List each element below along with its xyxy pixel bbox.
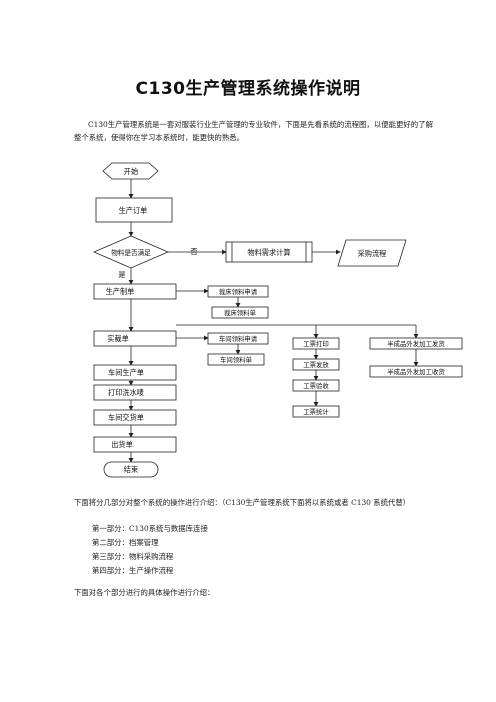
cut-request-box [207, 285, 269, 298]
print-wash-box [93, 384, 177, 401]
ticket-issue-box [292, 358, 340, 371]
material-calc-box [225, 241, 313, 263]
shipment-label: 出货单 [111, 440, 133, 449]
actual-cut-box [93, 330, 177, 347]
workshop-delivery-box [93, 409, 177, 426]
part-item: 第二部分：档案管理 [92, 538, 159, 547]
workshop-issue-box [207, 353, 265, 366]
ticket-stats-box [292, 405, 340, 418]
page-title: C130生产管理系统操作说明 [135, 79, 361, 99]
ticket-receive-label: 工票验收 [303, 381, 329, 390]
semi-send-box [369, 337, 463, 350]
order-box [95, 197, 173, 223]
shipment-box [93, 436, 177, 453]
ticket-receive-box [292, 379, 340, 392]
decision-label: 物料是否满足 [111, 248, 151, 257]
semi-receive-box [369, 365, 463, 378]
workshop-issue-label: 车间领料单 [220, 355, 253, 364]
workshop-request-box [207, 332, 269, 345]
ticket-stats-label: 工票统计 [303, 407, 329, 416]
workshop-production-box [93, 364, 177, 381]
part-item: 第四部分：生产操作流程 [92, 566, 174, 575]
print-wash-label: 打印洗水唛 [108, 388, 144, 397]
actual-cut-label: 实裁单 [107, 334, 129, 343]
ticket-print-box [292, 337, 340, 350]
purchase-parallelogram [337, 239, 407, 267]
start-label: 开始 [124, 167, 138, 176]
no-label: 否 [190, 247, 197, 256]
cut-issue-box [211, 306, 269, 319]
workshop-delivery-label: 车间交货单 [108, 413, 144, 422]
workshop-production-label: 车间生产单 [108, 368, 144, 377]
ticket-issue-label: 工票发放 [303, 360, 329, 369]
after-chart-paragraph: 下面将分几部分对整个系统的操作进行介绍：（C130生产管理系统下面将以系统或者 … [74, 498, 411, 507]
workshop-request-label: 车间领料申请 [219, 334, 258, 343]
closing-line: 下面对各个部分进行的具体操作进行介绍： [74, 588, 215, 597]
intro-paragraph: C130生产管理系统是一套对服装行业生产管理的专业软件，下面是先看系统的流程图，… [74, 120, 433, 142]
material-calc-label: 物料需求计算 [247, 248, 290, 257]
purchase-label: 采购流程 [358, 249, 387, 258]
cut-request-label: 裁床领料申请 [219, 287, 258, 296]
production-order-label: 生产制单 [106, 287, 135, 296]
end-terminal [103, 461, 159, 478]
production-order-box [93, 283, 177, 300]
part-item: 第三部分：物料采购流程 [92, 552, 174, 561]
ticket-print-label: 工票打印 [303, 339, 329, 348]
yes-label: 是 [118, 270, 125, 279]
semi-receive-label: 半成品外发加工收货 [387, 367, 445, 376]
semi-send-label: 半成品外发加工发货 [387, 339, 445, 348]
part-item: 第一部分：C130系统与数据库连接 [92, 524, 208, 533]
cut-issue-label: 裁床领料单 [224, 308, 257, 317]
start-terminal [102, 162, 159, 180]
decision-diamond [92, 235, 170, 269]
end-label: 结束 [124, 465, 138, 474]
order-label: 生产订单 [119, 206, 148, 215]
